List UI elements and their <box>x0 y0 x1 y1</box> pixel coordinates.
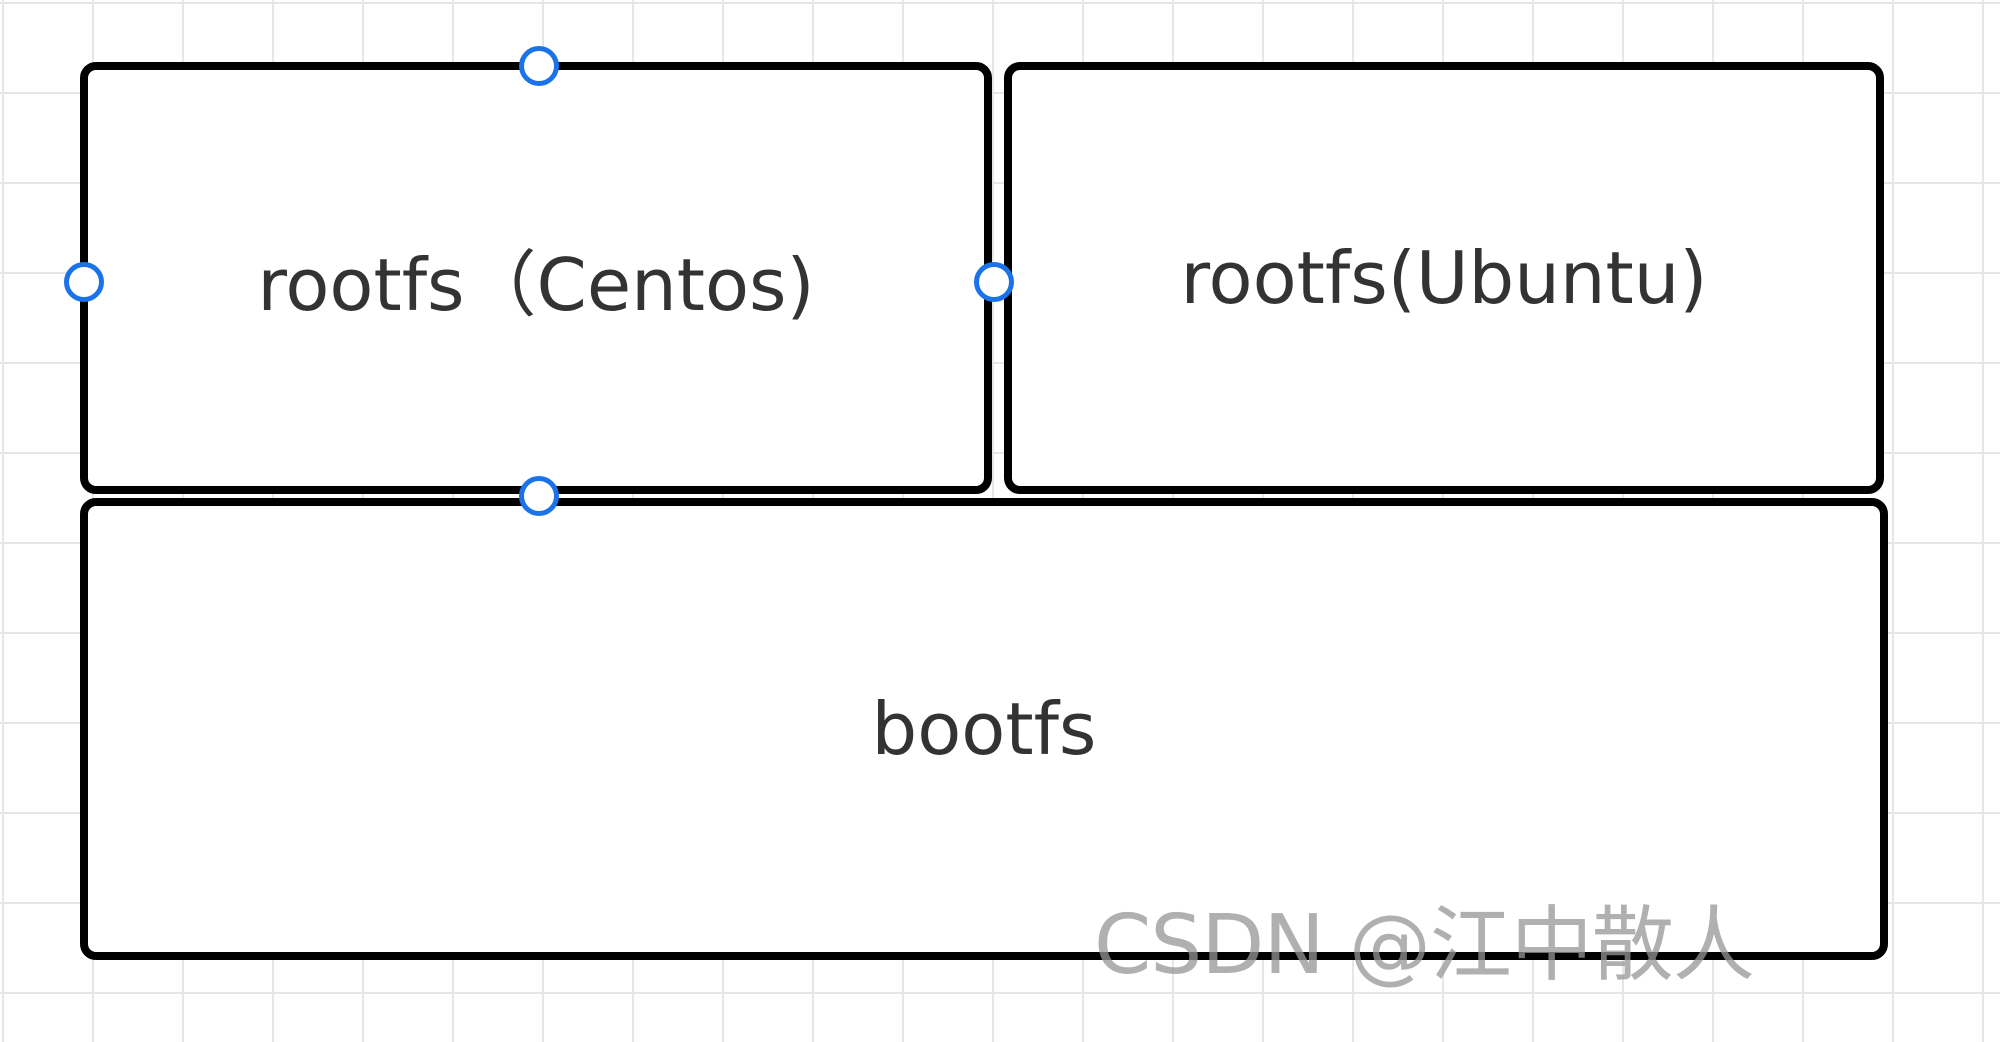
connection-handle-left[interactable] <box>64 262 104 302</box>
rootfs-ubuntu-label: rootfs(Ubuntu) <box>1180 236 1708 320</box>
watermark: CSDN @江中散人 <box>1094 898 1755 993</box>
connection-handle-bottom[interactable] <box>519 476 559 516</box>
bootfs-label: bootfs <box>871 687 1097 771</box>
connection-handle-top[interactable] <box>519 46 559 86</box>
bootfs-box[interactable]: bootfs <box>80 498 1888 960</box>
rootfs-ubuntu-box[interactable]: rootfs(Ubuntu) <box>1004 62 1884 494</box>
rootfs-centos-label: rootfs（Centos) <box>257 242 815 327</box>
rootfs-centos-box[interactable]: rootfs（Centos) <box>80 62 992 494</box>
connection-handle-right[interactable] <box>974 262 1014 302</box>
